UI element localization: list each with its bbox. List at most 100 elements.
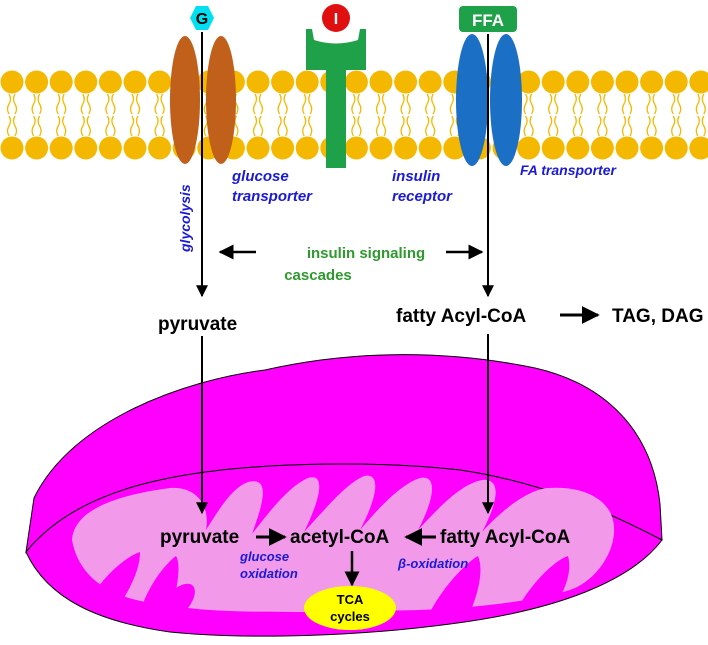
lipid-head: [369, 136, 393, 160]
lipid-tail: [283, 93, 288, 137]
lipid-head: [25, 70, 49, 94]
mitochondrion: [25, 354, 663, 637]
lipid-tail: [523, 93, 528, 137]
lipid-tail: [400, 93, 405, 137]
lipid-tail: [80, 93, 85, 137]
glucose-hexagon-icon: [190, 6, 214, 30]
lipid-head: [664, 70, 688, 94]
insulin-signaling-label-line2: cascades: [284, 267, 352, 284]
lipid-tail: [381, 93, 387, 137]
lipid-tail: [12, 93, 18, 137]
lipid-head: [98, 70, 122, 94]
insulin-badge-label: I: [334, 11, 338, 28]
lipid-heads-outer: [0, 70, 708, 94]
lipid-tail: [135, 93, 141, 137]
lipid-head: [344, 70, 368, 94]
lipid-head: [49, 136, 73, 160]
lipid-tail: [351, 93, 356, 137]
lipid-tail: [277, 93, 282, 137]
ffa-badge: FFA: [459, 6, 517, 32]
lipid-tail: [86, 93, 91, 137]
lipid-tail: [357, 93, 362, 137]
lipid-tail: [646, 93, 651, 137]
lipid-head: [344, 136, 368, 160]
lipid-tail: [597, 93, 602, 137]
tca-label-line2: cycles: [330, 609, 370, 624]
lipid-tail: [603, 93, 608, 137]
lipid-head: [640, 70, 664, 94]
lipid-head: [517, 70, 541, 94]
glucose-transporter-label-line2: transporter: [232, 188, 313, 205]
lipid-tail: [56, 93, 61, 137]
lipid-tail: [554, 93, 559, 137]
lipid-head: [566, 136, 590, 160]
lipid-head: [295, 70, 319, 94]
lipid-head: [689, 70, 708, 94]
lipid-head: [123, 136, 147, 160]
glucose-transporter-left-subunit: [170, 36, 200, 164]
mito-pyruvate-label: pyruvate: [160, 527, 239, 548]
tag-dag-label: TAG, DAG: [612, 306, 703, 327]
lipid-head: [394, 70, 418, 94]
lipid-tail: [701, 93, 706, 137]
lipid-tail: [105, 93, 110, 137]
cytosol-fatty-acyl-coa-label: fatty Acyl-CoA: [396, 306, 526, 327]
lipid-head: [246, 70, 270, 94]
lipid-tail: [375, 93, 381, 137]
lipid-tail: [529, 93, 534, 137]
lipid-tail: [129, 93, 135, 137]
glucose-badge: G: [190, 6, 214, 30]
lipid-tail: [695, 93, 700, 137]
lipid-tail: [154, 93, 159, 137]
lipid-tail: [160, 93, 165, 137]
lipid-head: [590, 136, 614, 160]
insulin-receptor-label-line2: receptor: [392, 188, 453, 205]
tca-label-line1: TCA: [337, 592, 364, 607]
lipid-heads-inner: [0, 136, 708, 160]
lipid-head: [74, 136, 98, 160]
lipid-tail: [548, 93, 553, 137]
insulin-signaling-label-line1: insulin signaling: [307, 245, 425, 262]
lipid-head: [98, 136, 122, 160]
lipid-tail: [252, 93, 258, 137]
fa-transporter: [456, 34, 522, 166]
lipid-head: [517, 136, 541, 160]
insulin-receptor-stem: [326, 68, 346, 168]
lipid-tail: [258, 93, 264, 137]
lipid-tail: [406, 93, 411, 137]
glucose-transporter-right-subunit: [206, 36, 236, 164]
lipid-tail: [6, 93, 12, 137]
lipid-head: [271, 70, 295, 94]
lipid-tail: [572, 93, 577, 137]
insulin-receptor-cup: [306, 29, 366, 70]
lipid-head: [0, 136, 24, 160]
lipid-tail: [671, 93, 676, 137]
glucose-oxidation-label-line1: glucose: [239, 549, 289, 564]
lipid-tail: [111, 93, 116, 137]
lipid-head: [369, 70, 393, 94]
lipid-head: [49, 70, 73, 94]
lipid-head: [0, 70, 24, 94]
crista-fold: [430, 556, 481, 612]
lipid-head: [148, 136, 172, 160]
lipid-head: [615, 70, 639, 94]
lipid-tail: [431, 93, 436, 137]
lipid-head: [418, 70, 442, 94]
tca-cycle: TCA cycles: [304, 586, 396, 630]
lipid-tail: [31, 93, 36, 137]
lipid-head: [394, 136, 418, 160]
acetyl-coa-label: acetyl-CoA: [290, 527, 390, 548]
lipid-head: [615, 136, 639, 160]
lipid-head: [590, 70, 614, 94]
lipid-tail: [62, 93, 67, 137]
lipid-tail: [308, 93, 313, 137]
lipid-tail: [677, 93, 682, 137]
glucose-transporter: [170, 36, 236, 164]
crista-fold: [520, 556, 570, 604]
beta-oxidation-label: β-oxidation: [397, 556, 468, 571]
lipid-head: [418, 136, 442, 160]
lipid-tail: [425, 93, 430, 137]
lipid-head: [566, 70, 590, 94]
cytosol-pyruvate-label: pyruvate: [158, 314, 237, 335]
